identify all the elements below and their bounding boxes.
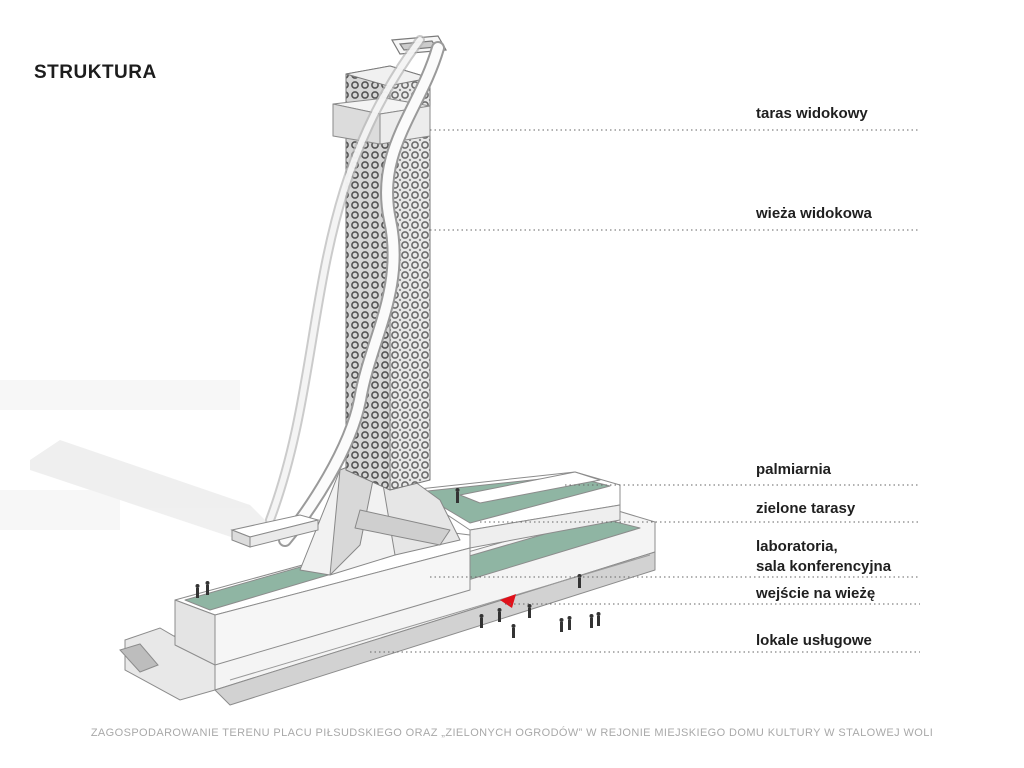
label-laboratories-line2: sala konferencyjna (756, 558, 892, 575)
stair-block (119, 627, 216, 701)
label-laboratories-line1: laboratoria, (756, 538, 838, 555)
label-observation-tower: wieża widokowa (756, 205, 872, 222)
diagram-title: STRUKTURA (34, 62, 157, 83)
palm-house-wing (409, 471, 621, 549)
label-observation-terrace: taras widokowy (756, 105, 868, 122)
footer-caption: ZAGOSPODAROWANIE TERENU PLACU PIŁSUDSKIE… (90, 727, 934, 739)
label-green-terraces: zielone tarasy (756, 500, 856, 517)
label-laboratories: laboratoria, sala konferencyjna (756, 537, 891, 577)
label-tower-entrance: wejście na wieżę (756, 585, 876, 602)
people-figures (195, 488, 601, 638)
ramp-landing (230, 514, 320, 548)
label-service-premises: lokale usługowe (756, 632, 872, 649)
ground-shadows (0, 380, 270, 540)
tower-entrance-marker (500, 594, 516, 608)
leader-lines (370, 129, 920, 653)
spiral-ramp (265, 35, 445, 547)
label-palm-house: palmiarnia (756, 461, 832, 478)
